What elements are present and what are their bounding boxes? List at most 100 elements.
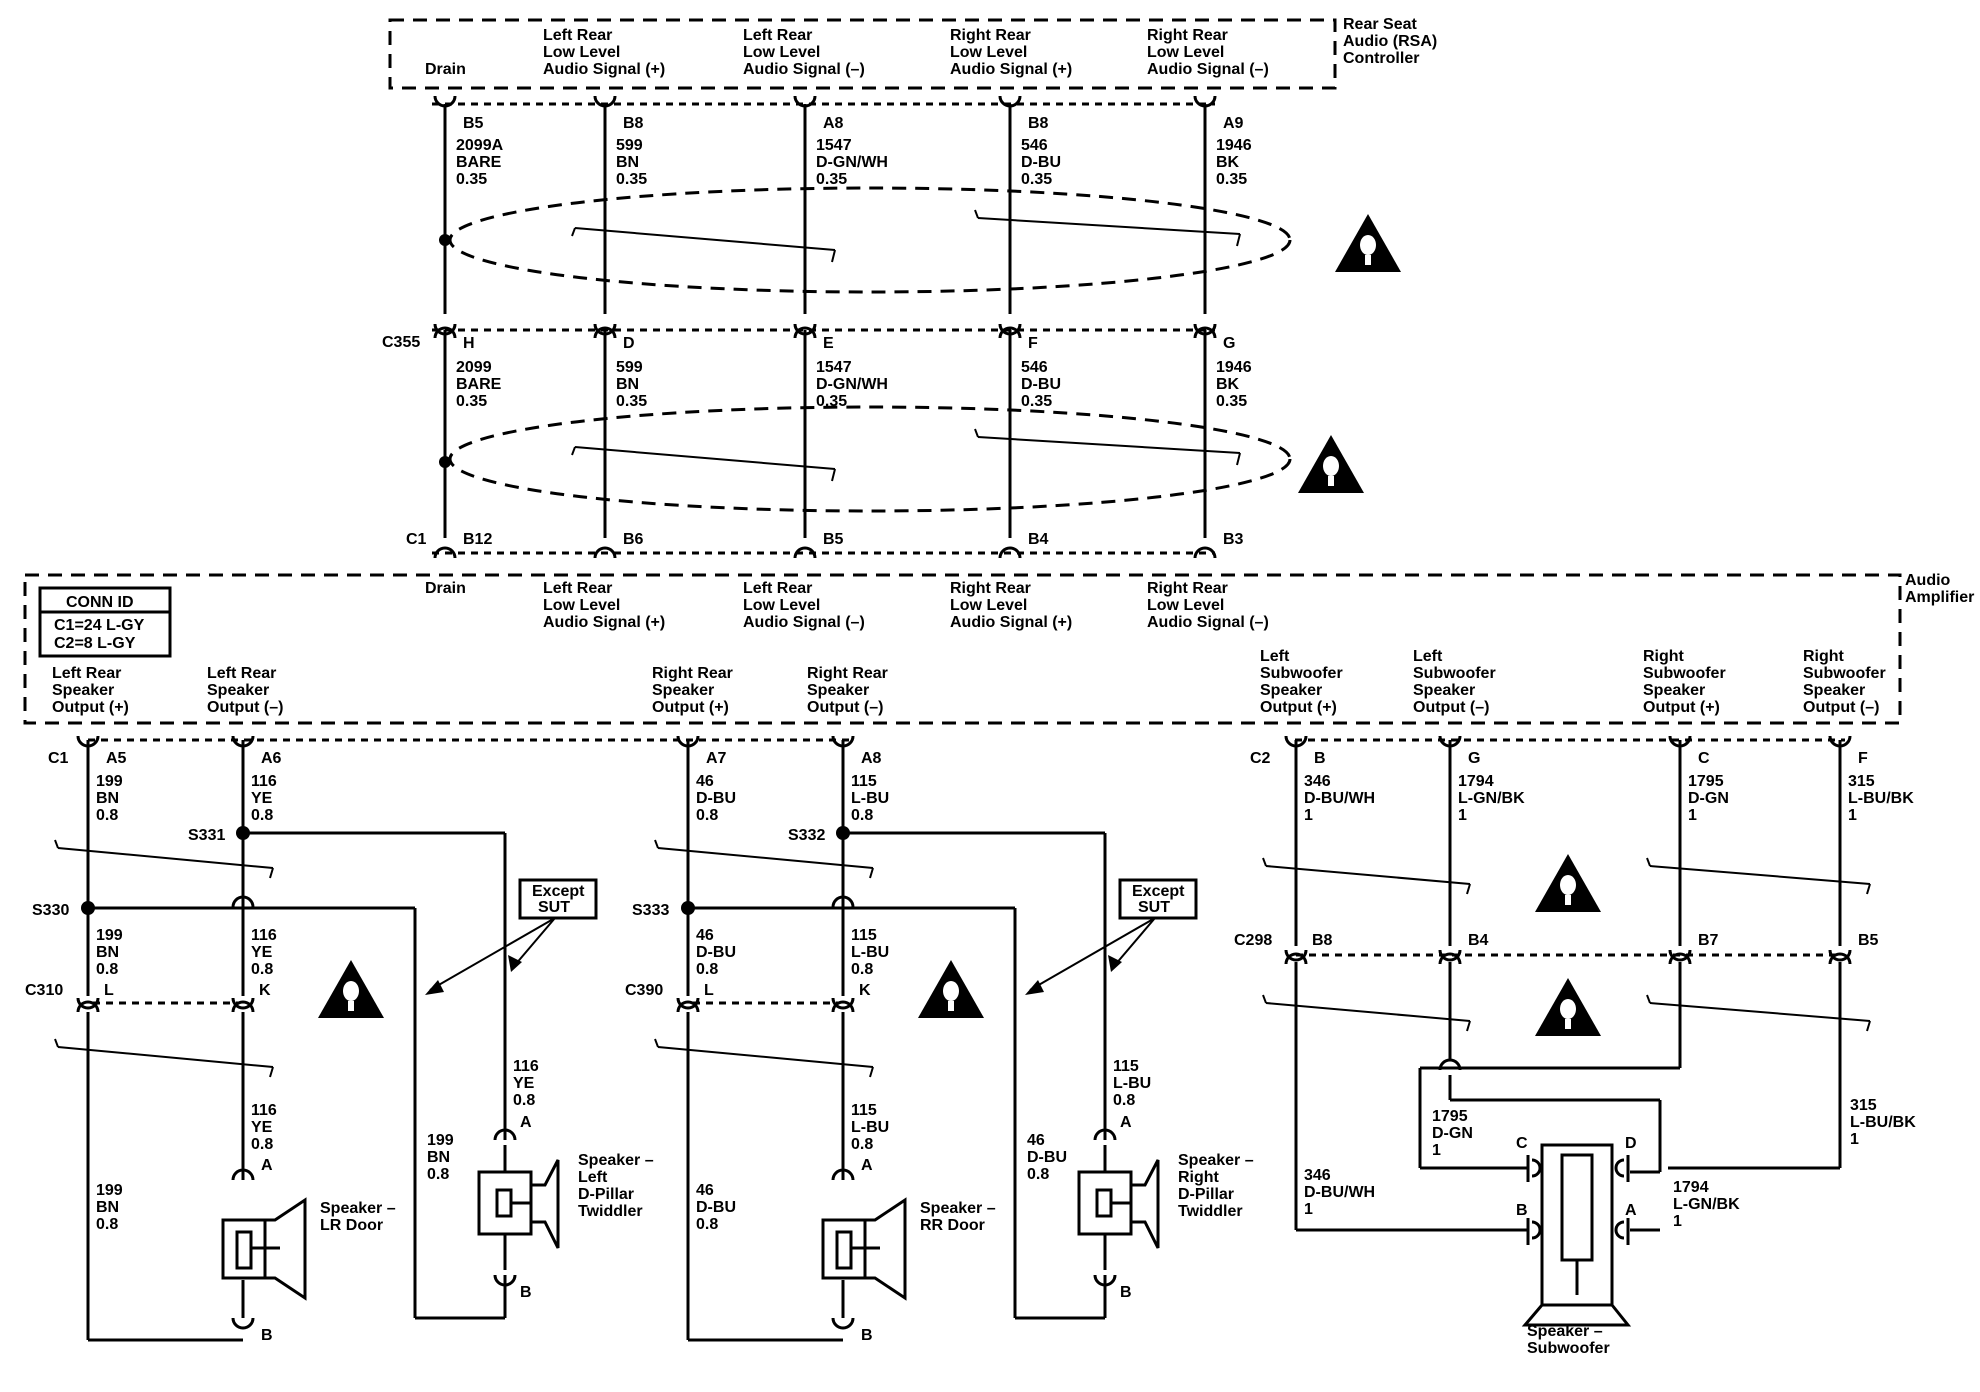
amp-input-pin: B3 — [1223, 531, 1244, 548]
lr-door-pin-a: A — [261, 1157, 273, 1174]
sub-pin-d: D — [1625, 1135, 1637, 1152]
rsa-title-1: Rear Seat — [1343, 16, 1417, 33]
c298-pin-b7: B7 — [1698, 932, 1719, 949]
amp-output-pin: A8 — [861, 750, 882, 767]
c355-label: C355 — [382, 334, 420, 351]
shield-ellipse — [448, 186, 1292, 294]
conn-id-c1: C1=24 L-GY — [54, 617, 145, 634]
rsa-pin-number: B8 — [1028, 115, 1049, 132]
lr-door-pin-b: B — [261, 1327, 273, 1344]
c298-pin-b8: B8 — [1312, 932, 1333, 949]
c310-pin-k: K — [259, 982, 271, 999]
amp-input-pin: B5 — [823, 531, 844, 548]
subwoofer-label: Speaker –Subwoofer — [1527, 1323, 1610, 1357]
amp-output-pin: A6 — [261, 750, 282, 767]
amp-title-2: Amplifier — [1905, 589, 1974, 606]
sub-pin-c: C — [1516, 1135, 1528, 1152]
rr-tweeter-pin-a: A — [1120, 1114, 1132, 1131]
amp-output-pin: B — [1314, 750, 1326, 767]
sub-pin-a: A — [1625, 1202, 1637, 1219]
rsa-pin-number: B8 — [623, 115, 644, 132]
rr-except-line-1: Except — [1132, 883, 1185, 900]
lr-tweeter-pin-b: B — [520, 1284, 532, 1301]
rsa-pin-label: Drain — [425, 61, 466, 78]
rr-door-pin-a: A — [861, 1157, 873, 1174]
caution-triangle-icon — [918, 960, 984, 1018]
rr-door-speaker-label: Speaker –RR Door — [920, 1200, 996, 1234]
s330-label: S330 — [32, 902, 69, 919]
rr-except-line-2: SUT — [1138, 899, 1170, 916]
rsa-title-3: Controller — [1343, 50, 1419, 67]
s333-label: S333 — [632, 902, 669, 919]
rr-door-pin-b: B — [861, 1327, 873, 1344]
caution-triangle-icon — [1298, 435, 1364, 493]
c298-pin-b4: B4 — [1468, 932, 1489, 949]
c355-pin: E — [823, 335, 834, 352]
c1-input-label: C1 — [406, 531, 427, 548]
conn-id-box — [38, 586, 172, 658]
caution-triangle-icon — [1535, 854, 1601, 912]
amp-title-1: Audio — [1905, 572, 1951, 589]
c355-pin: D — [623, 335, 635, 352]
rsa-title-2: Audio (RSA) — [1343, 33, 1437, 50]
lr-except-line-1: Except — [532, 883, 585, 900]
rsa-pin-number: A9 — [1223, 115, 1244, 132]
c310-pin-l: L — [104, 982, 114, 999]
amp-output-pin: A7 — [706, 750, 727, 767]
s332-label: S332 — [788, 827, 825, 844]
lr-door-speaker-label: Speaker –LR Door — [320, 1200, 396, 1234]
c355-pin: F — [1028, 335, 1038, 352]
c390-pin-k: K — [859, 982, 871, 999]
lr-tweeter-pin-a: A — [520, 1114, 532, 1131]
c390-label: C390 — [625, 982, 663, 999]
caution-triangle-icon — [1335, 214, 1401, 272]
amp-output-pin: F — [1858, 750, 1868, 767]
c1-output-label: C1 — [48, 750, 69, 767]
rsa-controller-box — [388, 18, 1337, 90]
caution-triangle-icon — [1535, 978, 1601, 1036]
shield-ellipse — [448, 405, 1292, 513]
amp-output-pin: G — [1468, 750, 1480, 767]
rsa-pin-number: A8 — [823, 115, 844, 132]
